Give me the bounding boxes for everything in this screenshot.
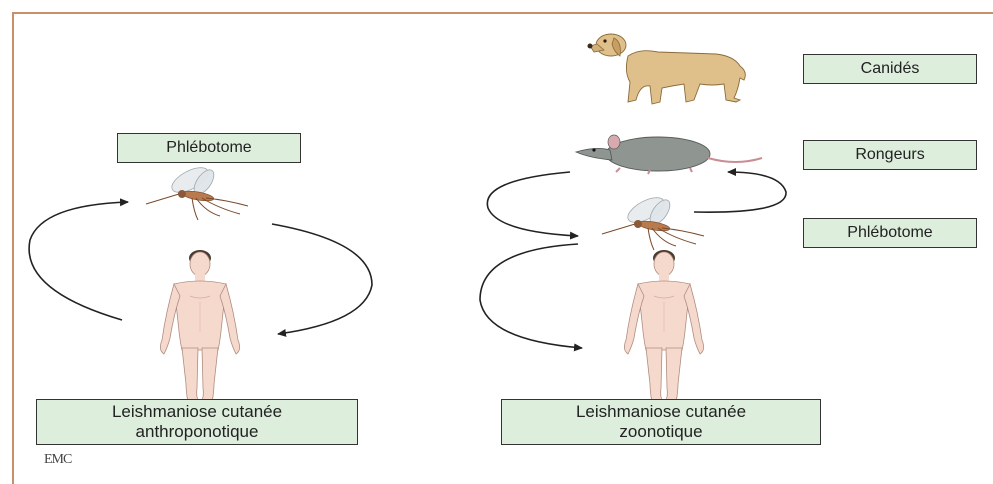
left-vector-label: Phlébotome bbox=[117, 133, 301, 163]
arrow-rodent-to-sandfly bbox=[487, 172, 578, 236]
rat-icon bbox=[576, 135, 762, 174]
left-disease-label: Leishmaniose cutanée anthroponotique bbox=[36, 399, 358, 445]
sandfly-icon bbox=[146, 163, 248, 220]
dog-icon bbox=[588, 34, 746, 104]
arrow-sandfly-to-human bbox=[272, 224, 372, 334]
arrow-human-to-sandfly bbox=[29, 202, 128, 320]
arrow-sandfly-to-human bbox=[480, 244, 582, 348]
canid-label: Canidés bbox=[803, 54, 977, 84]
sandfly-icon bbox=[602, 193, 704, 250]
rodent-label: Rongeurs bbox=[803, 140, 977, 170]
arrow-sandfly-to-rodent bbox=[694, 172, 786, 212]
human-figure-icon bbox=[160, 250, 239, 402]
human-figure-icon bbox=[624, 250, 703, 402]
right-vector-label: Phlébotome bbox=[803, 218, 977, 248]
publisher-logo: EMC bbox=[44, 452, 71, 468]
right-disease-label: Leishmaniose cutanée zoonotique bbox=[501, 399, 821, 445]
